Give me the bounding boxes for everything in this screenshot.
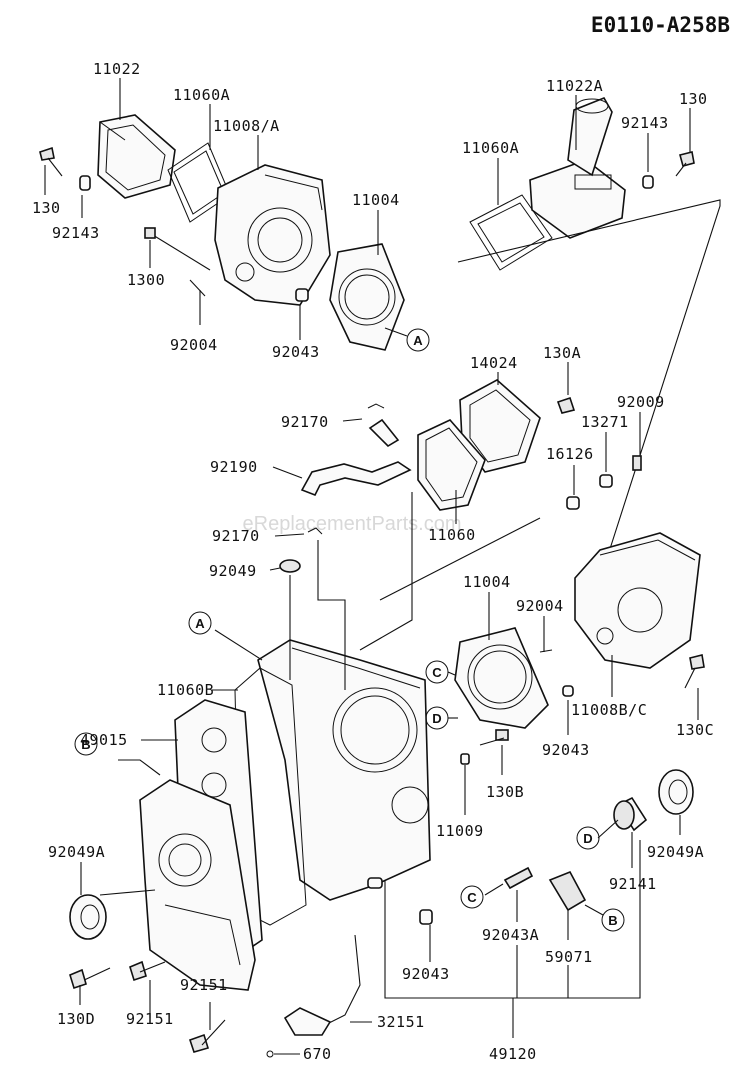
ref-A-top: A — [384, 327, 430, 352]
part-labels: 11022 11060A 11008/A 130 92143 1300 9200… — [32, 60, 714, 1063]
label-92049A-left: 92049A — [48, 843, 105, 861]
crankcase-main — [257, 639, 431, 901]
rocker-cover-left — [97, 114, 176, 199]
svg-text:A: A — [413, 333, 423, 348]
label-92190: 92190 — [210, 458, 258, 476]
svg-text:C: C — [432, 665, 442, 680]
ref-C-bottom: C — [460, 885, 484, 909]
diagram-code: E0110-A258B — [591, 13, 730, 37]
label-16126: 16126 — [546, 445, 594, 463]
label-92043A: 92043A — [482, 926, 539, 944]
svg-text:C: C — [467, 890, 477, 905]
gasket-11060 — [417, 419, 486, 511]
label-11008A: 11008/A — [213, 117, 280, 135]
dipstick-32151 — [283, 934, 361, 1036]
label-11060B: 11060B — [157, 681, 214, 699]
cylinder-head-right — [574, 532, 701, 669]
label-92043-mid: 92043 — [542, 741, 590, 759]
label-130-right: 130 — [679, 90, 708, 108]
ref-C-mid: C — [425, 660, 449, 684]
label-130C: 130C — [676, 721, 714, 739]
small-parts-top-left — [39, 146, 309, 302]
label-130A: 130A — [543, 344, 581, 362]
label-92004-top: 92004 — [170, 336, 218, 354]
svg-text:D: D — [583, 831, 592, 846]
label-11009: 11009 — [436, 822, 484, 840]
label-92004-mid: 92004 — [516, 597, 564, 615]
label-670: 670 — [303, 1045, 332, 1063]
ref-A-mid: A — [188, 611, 212, 635]
small-parts-top-right — [642, 151, 695, 189]
label-11004-mid: 11004 — [463, 573, 511, 591]
label-92170-a: 92170 — [281, 413, 329, 431]
label-92009: 92009 — [617, 393, 665, 411]
bearing-92141 — [613, 796, 648, 832]
label-92151-b: 92151 — [126, 1010, 174, 1028]
label-49120: 49120 — [489, 1045, 537, 1063]
oil-seal-left — [69, 894, 107, 940]
ref-D-right: D — [576, 826, 600, 850]
label-11060A-right: 11060A — [462, 139, 519, 157]
label-11022A: 11022A — [546, 77, 603, 95]
label-11022: 11022 — [93, 60, 141, 78]
oil-seal-right — [658, 769, 694, 815]
label-11008BC: 11008B/C — [571, 701, 647, 719]
label-92043-top: 92043 — [272, 343, 320, 361]
svg-text:A: A — [195, 616, 205, 631]
breather-hose-92190 — [300, 418, 412, 497]
label-130-left: 130 — [32, 199, 61, 217]
label-92043-bottom: 92043 — [402, 965, 450, 983]
small-parts-middle — [279, 396, 642, 573]
label-32151: 32151 — [377, 1013, 425, 1031]
svg-text:D: D — [432, 711, 441, 726]
label-92049: 92049 — [209, 562, 257, 580]
ref-D-mid: D — [425, 706, 449, 730]
small-parts-bottom — [69, 866, 587, 1058]
label-14024: 14024 — [470, 354, 518, 372]
watermark: eReplacementParts.com — [243, 513, 462, 535]
ref-B-right: B — [601, 908, 625, 932]
label-92170-b: 92170 — [212, 527, 260, 545]
svg-text:B: B — [608, 913, 617, 928]
label-92143-right: 92143 — [621, 114, 669, 132]
reference-markers: A A B B C C D D — [74, 327, 625, 932]
cylinder-head-left — [214, 164, 331, 306]
label-92151-a: 92151 — [180, 976, 228, 994]
leader-line-head-right — [457, 199, 721, 581]
label-11060A-left: 11060A — [173, 86, 230, 104]
label-49015: 49015 — [80, 731, 128, 749]
crankcase-cover — [139, 779, 256, 991]
head-gasket-middle — [454, 627, 549, 729]
leader-lines — [44, 78, 699, 1055]
small-parts-right — [460, 649, 705, 765]
label-11060: 11060 — [428, 526, 476, 544]
svg-text:B: B — [81, 737, 90, 752]
label-92049A-right: 92049A — [647, 843, 704, 861]
label-13271: 13271 — [581, 413, 629, 431]
ref-B-left: B — [74, 732, 98, 756]
label-130B: 130B — [486, 783, 524, 801]
head-gasket-top — [329, 243, 405, 351]
label-92143-left: 92143 — [52, 224, 100, 242]
label-1300: 1300 — [127, 271, 165, 289]
label-130D: 130D — [57, 1010, 95, 1028]
label-11004-top: 11004 — [352, 191, 400, 209]
label-59071: 59071 — [545, 948, 593, 966]
rocker-cover-right — [529, 96, 626, 239]
label-92141: 92141 — [609, 875, 657, 893]
